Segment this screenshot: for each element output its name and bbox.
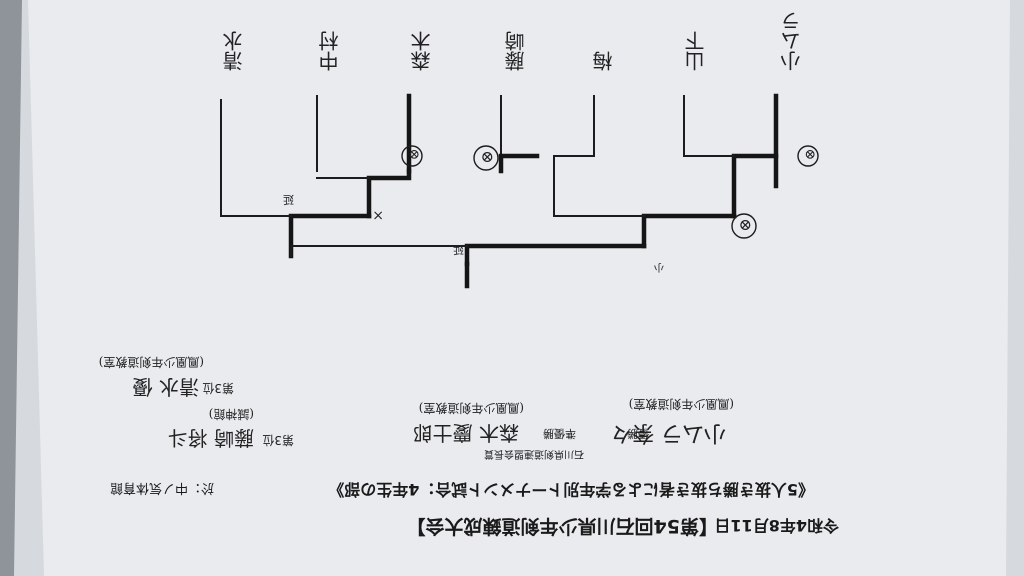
upside-down-content: 令和4年8月11日 【第54回石川県少年剣道錬成大会】 《5人抜き勝ち抜き者によ… bbox=[99, 11, 840, 538]
win-circle-1 bbox=[797, 145, 819, 167]
player-name-4: 藤崎 bbox=[504, 31, 528, 71]
player-name-6: 中村 bbox=[318, 31, 342, 71]
paper-sheet bbox=[28, 0, 1010, 576]
win-mark-1: ⊗ bbox=[804, 146, 816, 162]
results-block: 優勝 小ムラ 奈々 (鳳凰少年剣道教室) 準優勝 森木 慶士郎 (鳳凰少年剣道教… bbox=[99, 355, 734, 450]
third-b-label: 第3位 bbox=[202, 381, 234, 396]
player-name-1: 小ムラ bbox=[780, 11, 804, 71]
runner-up-dojo: (鳳凰少年剣道教室) bbox=[419, 401, 524, 416]
champion-label: 優勝 bbox=[627, 427, 649, 441]
document-date: 令和4年8月11日 bbox=[714, 516, 840, 535]
third-a-label: 第3位 bbox=[262, 433, 294, 448]
round1-join-b-thick bbox=[498, 153, 540, 174]
third-b-name: 清水 優 bbox=[133, 375, 199, 399]
note-c: 小 bbox=[654, 261, 664, 273]
runner-up-label: 準優勝 bbox=[543, 427, 576, 441]
player-name-7: 清水 bbox=[222, 31, 246, 71]
win-mark-3: ⊗ bbox=[481, 148, 494, 167]
win-circle-4 bbox=[401, 145, 423, 167]
note-b: 延 bbox=[453, 243, 464, 256]
document-title: 【第54回石川県少年剣道錬成大会】 bbox=[407, 515, 718, 538]
player-name-5: 森木 bbox=[410, 31, 434, 71]
round1-join-b bbox=[553, 155, 595, 217]
third-b-dojo: (鳳凰少年剣道教室) bbox=[99, 355, 204, 370]
note-a: 延 bbox=[283, 193, 294, 206]
win-circle-2 bbox=[731, 213, 757, 239]
document-subtitle: 《5人抜き勝ち抜き者による学年別トーナメント試合：4年生の部》 bbox=[328, 480, 814, 499]
champion-dojo: (鳳凰少年剣道教室) bbox=[629, 397, 734, 412]
win-mark-4: ⊗ bbox=[408, 146, 420, 162]
final-join-right bbox=[290, 245, 468, 257]
third-a-dojo: (誠神館) bbox=[209, 407, 254, 422]
x-mark: × bbox=[372, 207, 384, 223]
tournament-bracket: ⊗ ⊗ ⊗ ⊗ × 延 延 小 小ムラ 山下 梅 藤崎 森木 中村 清水 bbox=[220, 11, 819, 289]
win-circle-3 bbox=[473, 145, 499, 171]
third-a-name: 藤崎 将斗 bbox=[168, 426, 254, 450]
document-venue: 於：中ノ気体育館 bbox=[110, 480, 214, 496]
organizer-award: 石川県剣道連盟会長賞 bbox=[484, 448, 584, 461]
round1-join-c bbox=[366, 168, 412, 219]
champion-name: 小ムラ 奈々 bbox=[610, 420, 726, 445]
player-name-2: 山下 bbox=[684, 31, 708, 71]
win-mark-2: ⊗ bbox=[739, 216, 752, 235]
runner-up-name: 森木 慶士郎 bbox=[413, 421, 519, 445]
player-name-3: 梅 bbox=[592, 51, 616, 71]
